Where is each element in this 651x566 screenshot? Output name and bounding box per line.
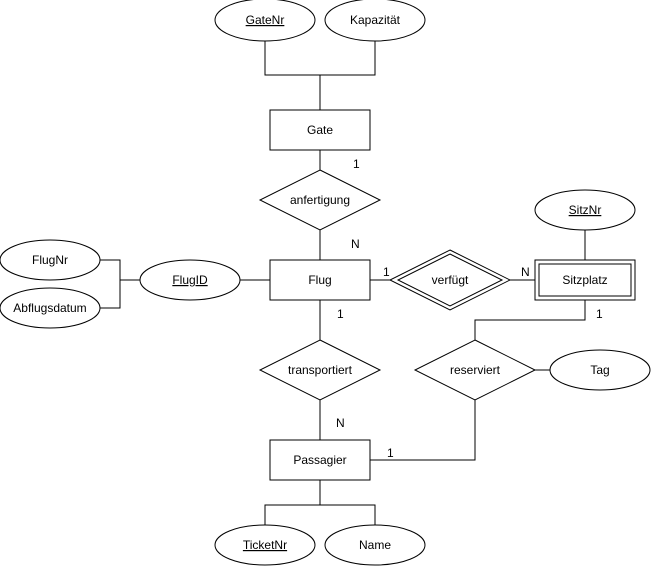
attribute-tag[interactable]: Tag (549, 349, 651, 391)
connector-gatenr (264, 41, 320, 76)
attribute-ticketnr[interactable]: TicketNr (214, 524, 316, 566)
connector-name (320, 504, 376, 525)
identifying-relationship-verfuegt[interactable]: verfügt (388, 249, 512, 311)
relationship-transportiert[interactable]: transportiert (258, 339, 382, 401)
attribute-sitznr-label: SitzNr (569, 203, 602, 217)
connector-ticketnr (264, 504, 320, 525)
attribute-sitznr[interactable]: SitzNr (534, 189, 636, 231)
relationship-verfuegt-label: verfügt (432, 273, 469, 287)
weak-entity-sitzplatz[interactable]: Sitzplatz (534, 259, 636, 301)
attribute-flugnr[interactable]: FlugNr (0, 239, 101, 281)
connector-kapazitaet (320, 41, 376, 76)
attribute-kapazitaet-label: Kapazität (350, 13, 401, 27)
attribute-kapazitaet[interactable]: Kapazität (324, 0, 426, 42)
cardinality-passagier-reserviert: 1 (387, 446, 394, 460)
entity-passagier-label: Passagier (293, 453, 346, 467)
cardinality-flug-verfuegt: 1 (383, 265, 390, 279)
attribute-flugnr-label: FlugNr (32, 253, 68, 267)
attribute-tag-label: Tag (590, 363, 609, 377)
entity-flug[interactable]: Flug (269, 259, 371, 301)
relationship-reserviert-label: reserviert (450, 363, 501, 377)
cardinality-gate-anfertigung: 1 (353, 157, 360, 171)
cardinality-anfertigung-flug: N (351, 237, 360, 251)
connector-flugnr (100, 259, 121, 309)
relationship-anfertigung-label: anfertigung (290, 193, 350, 207)
entity-passagier[interactable]: Passagier (269, 439, 371, 481)
entity-gate[interactable]: Gate (269, 109, 371, 151)
attribute-gatenr-label: GateNr (246, 13, 285, 27)
relationship-reserviert[interactable]: reserviert (413, 339, 537, 401)
cardinality-sitzplatz-reserviert: 1 (596, 307, 603, 321)
relationship-transportiert-label: transportiert (288, 363, 353, 377)
entity-gate-label: Gate (307, 123, 333, 137)
attribute-flugid[interactable]: FlugID (139, 259, 241, 301)
cardinalities: 1 N 1 N 1 N 1 1 (336, 157, 603, 460)
attribute-abflugsdatum-label: Abflugsdatum (13, 301, 86, 315)
connector-passagier-reserviert (370, 400, 476, 461)
cardinality-verfuegt-sitzplatz: N (521, 265, 530, 279)
attribute-abflugsdatum[interactable]: Abflugsdatum (0, 287, 101, 329)
relationship-anfertigung[interactable]: anfertigung (258, 169, 382, 231)
attribute-gatenr[interactable]: GateNr (214, 0, 316, 42)
connectors (100, 41, 586, 525)
attribute-ticketnr-label: TicketNr (243, 538, 287, 552)
attribute-flugid-label: FlugID (172, 273, 208, 287)
cardinality-transportiert-passagier: N (336, 416, 345, 430)
attribute-name[interactable]: Name (324, 524, 426, 566)
connector-sitzplatz-reserviert (474, 300, 586, 340)
entity-flug-label: Flug (308, 273, 331, 287)
entity-sitzplatz-label: Sitzplatz (562, 273, 607, 287)
attribute-name-label: Name (359, 538, 391, 552)
cardinality-flug-transportiert: 1 (337, 307, 344, 321)
